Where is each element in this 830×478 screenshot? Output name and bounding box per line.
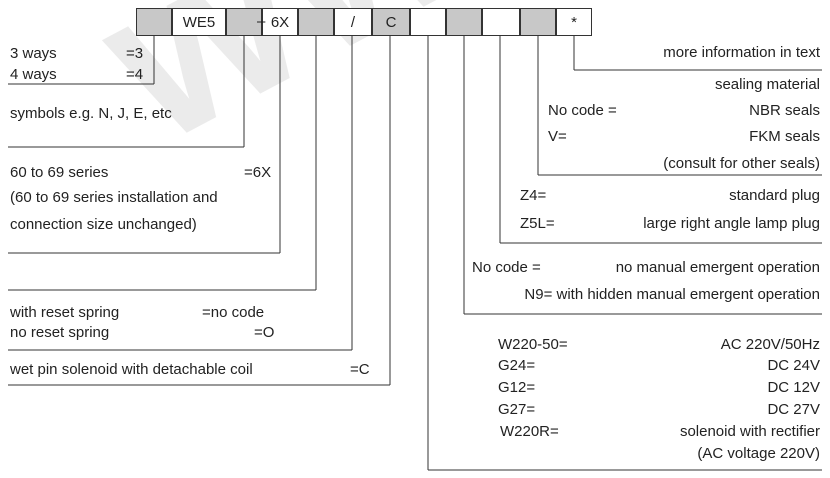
code-box-c: C xyxy=(372,8,410,36)
sealing-v: V= xyxy=(548,128,567,145)
code-box-slash: / xyxy=(334,8,372,36)
code-box-3 xyxy=(226,8,262,36)
voltage-desc-1: AC 220V/50Hz xyxy=(720,336,820,353)
code-box-5 xyxy=(298,8,334,36)
code-box-11 xyxy=(520,8,556,36)
more-info-text: more information in text xyxy=(663,44,820,61)
sealing-nbr: NBR seals xyxy=(749,102,820,119)
voltage-desc-4: DC 27V xyxy=(767,401,820,418)
code-box-we5: WE5 xyxy=(172,8,226,36)
spring-with-code: =no code xyxy=(202,304,265,321)
ways-4-code: =4 xyxy=(126,66,144,83)
plug-z4-desc: standard plug xyxy=(729,187,820,204)
code-box-asterisk: * xyxy=(556,8,592,36)
code-box-1 xyxy=(136,8,172,36)
spring-none-label: no reset spring xyxy=(10,324,110,341)
symbols-text: symbols e.g. N, J, E, etc xyxy=(10,105,172,122)
manual-nocode: No code = xyxy=(472,259,541,276)
code-box-10 xyxy=(482,8,520,36)
solenoid-text: wet pin solenoid with detachable coil xyxy=(10,361,253,378)
plug-z5l: Z5L= xyxy=(520,215,555,232)
ways-3-label: 3 ways xyxy=(10,45,57,62)
voltage-code-4: G27= xyxy=(498,401,536,418)
solenoid-code: =C xyxy=(350,361,370,378)
manual-n9: N9= with hidden manual emergent operatio… xyxy=(524,286,820,303)
plug-z5l-desc: large right angle lamp plug xyxy=(643,215,820,232)
voltage-desc-3: DC 12V xyxy=(767,379,820,396)
series-code: =6X xyxy=(244,164,272,181)
voltage-code-5: W220R= xyxy=(500,423,559,440)
code-box-8 xyxy=(410,8,446,36)
code-box-6x: 6X xyxy=(262,8,298,36)
voltage-code-3: G12= xyxy=(498,379,536,396)
spring-none-code: =O xyxy=(254,324,275,341)
sealing-fkm: FKM seals xyxy=(749,128,820,145)
series-note-2: connection size unchanged) xyxy=(10,216,197,233)
ways-3-code: =3 xyxy=(126,45,144,62)
spring-with-label: with reset spring xyxy=(10,304,120,321)
voltage-desc-5: solenoid with rectifier xyxy=(679,423,820,440)
voltage-desc-2: DC 24V xyxy=(767,357,820,374)
plug-z4: Z4= xyxy=(520,187,547,204)
code-dash: – xyxy=(257,13,266,30)
ways-4-label: 4 ways xyxy=(10,66,57,83)
sealing-nocode: No code = xyxy=(548,102,617,119)
voltage-note: (AC voltage 220V) xyxy=(697,445,820,462)
sealing-consult: (consult for other seals) xyxy=(663,155,820,172)
voltage-code-1: W220-50= xyxy=(498,336,568,353)
series-text: 60 to 69 series xyxy=(10,164,109,181)
manual-nocode-desc: no manual emergent operation xyxy=(615,259,820,276)
series-note-1: (60 to 69 series installation and xyxy=(10,189,218,206)
code-box-9 xyxy=(446,8,482,36)
voltage-code-2: G24= xyxy=(498,357,536,374)
sealing-title: sealing material xyxy=(714,76,820,93)
